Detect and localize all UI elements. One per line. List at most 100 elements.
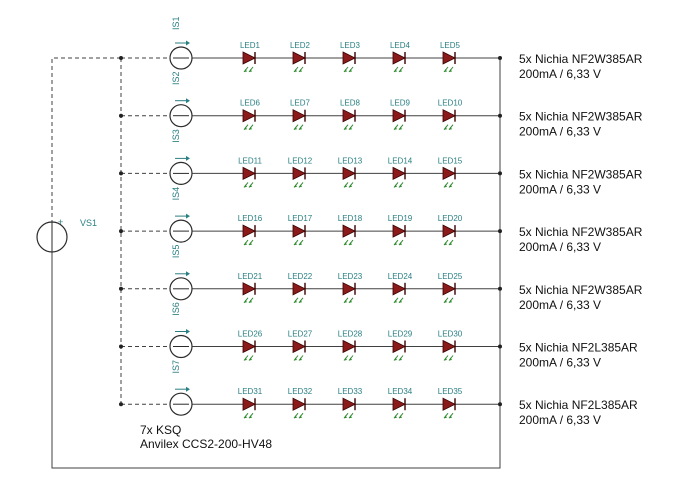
row-note-rating: 200mA / 6,33 V <box>519 67 601 81</box>
led-emission-arrowhead <box>249 126 252 130</box>
led-diode-triangle <box>442 224 456 238</box>
led-emission-arrowhead <box>344 357 347 361</box>
led-diode-triangle <box>292 51 306 65</box>
led-diode-triangle <box>392 397 406 411</box>
vs1-label: VS1 <box>80 218 97 228</box>
junction-dot <box>119 344 123 349</box>
led-emission-arrowhead <box>299 299 302 303</box>
led-diode-triangle <box>292 109 306 123</box>
led-emission-arrowhead <box>244 126 247 130</box>
current-source-label: IS1 <box>171 16 181 30</box>
led-diode-triangle <box>242 224 256 238</box>
led-label: LED24 <box>388 272 413 281</box>
led-label: LED26 <box>238 330 263 339</box>
led-emission-arrowhead <box>299 184 302 188</box>
row-note-rating: 200mA / 6,33 V <box>519 182 601 196</box>
led-label: LED16 <box>238 214 263 223</box>
row-note-rating: 200mA / 6,33 V <box>519 240 601 254</box>
led-diode-triangle <box>392 282 406 296</box>
led-emission-arrowhead <box>344 415 347 419</box>
led-emission-arrowhead <box>449 415 452 419</box>
junction-dot <box>498 171 502 176</box>
led-label: LED17 <box>288 214 313 223</box>
led-label: LED15 <box>438 156 463 165</box>
led-diode-triangle <box>442 109 456 123</box>
current-source-label: IS4 <box>171 187 181 201</box>
led-diode-triangle <box>442 166 456 181</box>
led-emission-arrowhead <box>299 126 302 130</box>
row-note-part-number: 5x Nichia NF2W385AR <box>519 283 643 297</box>
current-source-label: IS6 <box>171 302 181 316</box>
led-diode-triangle <box>342 109 356 123</box>
led-diode-triangle <box>242 166 256 181</box>
led-emission-arrowhead <box>344 69 347 72</box>
led-label: LED9 <box>390 99 411 108</box>
led-emission-arrowhead <box>299 415 302 419</box>
led-label: LED3 <box>340 41 361 50</box>
current-source-label: IS5 <box>171 245 181 259</box>
led-emission-arrowhead <box>349 69 352 72</box>
led-emission-arrowhead <box>444 69 447 72</box>
led-emission-arrowhead <box>399 415 402 419</box>
led-emission-arrowhead <box>449 299 452 303</box>
junction-dot <box>119 229 123 234</box>
led-diode-triangle <box>392 339 406 354</box>
led-diode-triangle <box>392 51 406 65</box>
led-label: LED20 <box>438 214 463 223</box>
led-emission-arrowhead <box>244 69 247 72</box>
led-emission-arrowhead <box>344 242 347 246</box>
led-emission-arrowhead <box>444 299 447 303</box>
led-emission-arrowhead <box>444 357 447 361</box>
led-diode-triangle <box>242 51 256 65</box>
current-source-label: IS2 <box>171 71 181 85</box>
led-diode-triangle <box>392 109 406 123</box>
led-label: LED21 <box>238 272 263 281</box>
junction-dot <box>119 402 123 407</box>
led-emission-arrowhead <box>349 415 352 419</box>
junction-dot <box>119 56 123 60</box>
led-label: LED35 <box>438 387 463 396</box>
led-label: LED34 <box>388 387 413 396</box>
led-label: LED1 <box>240 41 261 50</box>
led-emission-arrowhead <box>344 299 347 303</box>
footer-line1: 7x KSQ <box>140 423 181 437</box>
led-emission-arrowhead <box>294 357 297 361</box>
led-emission-arrowhead <box>444 126 447 130</box>
led-label: LED6 <box>240 99 261 108</box>
current-direction-arrowhead <box>186 40 190 46</box>
junction-dot <box>498 286 502 291</box>
led-label: LED31 <box>238 387 263 396</box>
current-direction-arrowhead <box>186 386 190 392</box>
led-diode-triangle <box>242 282 256 296</box>
led-label: LED19 <box>388 214 413 223</box>
junction-dot <box>498 113 502 118</box>
led-diode-triangle <box>342 166 356 181</box>
current-direction-arrowhead <box>186 98 190 104</box>
led-emission-arrowhead <box>394 357 397 361</box>
led-emission-arrowhead <box>394 69 397 72</box>
led-diode-triangle <box>292 339 306 354</box>
led-diode-triangle <box>342 339 356 354</box>
led-emission-arrowhead <box>449 357 452 361</box>
led-emission-arrowhead <box>399 242 402 246</box>
led-label: LED13 <box>338 156 363 165</box>
led-label: LED4 <box>390 41 411 50</box>
led-label: LED30 <box>438 330 463 339</box>
led-emission-arrowhead <box>249 357 252 361</box>
led-emission-arrowhead <box>249 184 252 188</box>
led-emission-arrowhead <box>394 242 397 246</box>
led-diode-triangle <box>342 397 356 411</box>
led-emission-arrowhead <box>399 126 402 130</box>
junction-dot <box>498 344 502 349</box>
led-emission-arrowhead <box>399 184 402 188</box>
current-direction-arrowhead <box>186 329 190 334</box>
row-note-part-number: 5x Nichia NF2W385AR <box>519 52 643 66</box>
return-bus-wire <box>51 58 501 469</box>
led-label: LED12 <box>288 156 313 165</box>
led-emission-arrowhead <box>244 184 247 188</box>
led-emission-arrowhead <box>444 415 447 419</box>
led-emission-arrowhead <box>294 69 297 72</box>
row-note-rating: 200mA / 6,33 V <box>519 413 601 427</box>
row-note-rating: 200mA / 6,33 V <box>519 125 601 139</box>
row-note-rating: 200mA / 6,33 V <box>519 356 601 370</box>
